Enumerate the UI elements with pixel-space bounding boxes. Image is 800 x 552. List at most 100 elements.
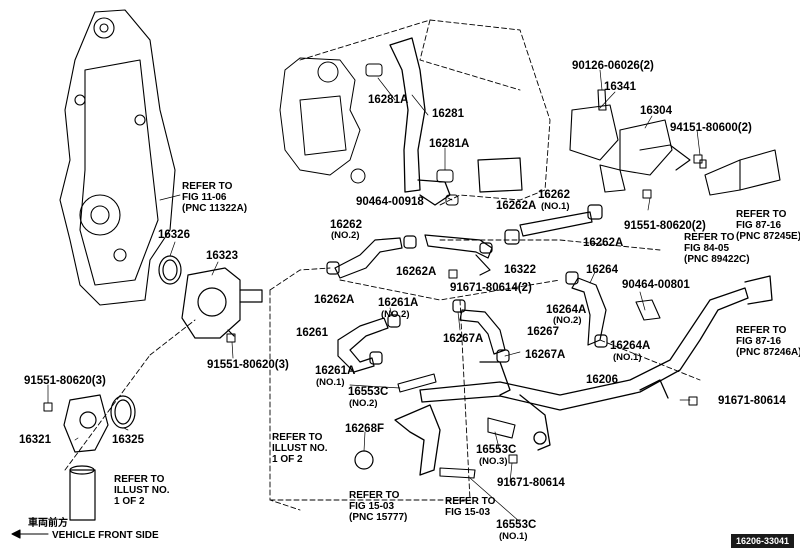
part-16267: 16267 bbox=[527, 326, 559, 338]
part-16261a-no2: 16261A bbox=[378, 297, 419, 309]
part-16261: 16261 bbox=[296, 327, 328, 339]
note-line: (PNC 11322A) bbox=[182, 203, 248, 214]
label-no1-16553c: (NO.1) bbox=[499, 531, 528, 542]
part-16262-no2: 16262 bbox=[330, 219, 362, 231]
label-no2-16261a: (NO.2) bbox=[381, 309, 410, 320]
part-91671-80614-bottom: 91671-80614 bbox=[497, 477, 565, 489]
part-16553c-no2: 16553C bbox=[348, 386, 389, 398]
part-16281a-upper: 16281A bbox=[368, 94, 409, 106]
pipe-16322 bbox=[424, 234, 493, 276]
part-16281a-lower: 16281A bbox=[429, 138, 470, 150]
part-16264: 16264 bbox=[586, 264, 618, 276]
hose-16281 bbox=[389, 37, 451, 206]
note-line: REFER TO bbox=[445, 496, 496, 507]
note-fig-11-06: REFER TO FIG 11-06 (PNC 11322A) bbox=[182, 181, 247, 214]
part-16322: 16322 bbox=[504, 264, 536, 276]
note-line: (PNC 15777) bbox=[349, 512, 408, 523]
cylinder-head bbox=[279, 57, 366, 184]
note-illust-mid: REFER TO ILLUST NO. 1 OF 2 bbox=[272, 432, 328, 465]
part-16341: 16341 bbox=[604, 81, 636, 93]
part-91551-80620-2: 91551-80620(2) bbox=[624, 220, 706, 232]
part-16281: 16281 bbox=[432, 108, 464, 120]
note-line: 1 OF 2 bbox=[272, 454, 303, 465]
part-16262a-right: 16262A bbox=[583, 237, 624, 249]
vehicle-front-label: 車両前方 VEHICLE FRONT SIDE bbox=[22, 518, 159, 542]
part-94151-80600: 94151-80600(2) bbox=[670, 122, 752, 134]
clamps bbox=[365, 63, 459, 206]
brackets-16553c bbox=[397, 299, 661, 479]
hose-16261 bbox=[337, 314, 401, 373]
note-line: (PNC 87246A) bbox=[736, 347, 800, 358]
part-16262-no1: 16262 bbox=[538, 189, 570, 201]
front-arrow-icon bbox=[11, 529, 49, 539]
hose-16264 bbox=[565, 271, 608, 348]
hose-16262-no1 bbox=[477, 157, 603, 245]
part-16264a-no1: 16264A bbox=[610, 340, 651, 352]
part-91551-80620-3-right: 91551-80620(3) bbox=[207, 359, 289, 371]
note-fig-15-03-b: REFER TO FIG 15-03 bbox=[445, 496, 495, 518]
label-no2-16262: (NO.2) bbox=[331, 230, 360, 241]
front-en: VEHICLE FRONT SIDE bbox=[52, 530, 159, 541]
note-line: ILLUST NO. bbox=[272, 443, 328, 454]
ring-16268f bbox=[354, 450, 374, 470]
part-91551-80620-3-left: 91551-80620(3) bbox=[24, 375, 106, 387]
label-no2-16553c: (NO.2) bbox=[349, 398, 378, 409]
part-90464-00801: 90464-00801 bbox=[622, 279, 690, 291]
part-16261a-no1: 16261A bbox=[315, 365, 356, 377]
note-line: FIG 15-03 bbox=[349, 501, 395, 512]
note-line: REFER TO bbox=[272, 432, 323, 443]
part-91671-80614-right: 91671-80614 bbox=[718, 395, 786, 407]
part-16268f: 16268F bbox=[345, 423, 385, 435]
part-16267a-lower: 16267A bbox=[525, 349, 566, 361]
part-16262a-left: 16262A bbox=[314, 294, 355, 306]
label-no1-16261a: (NO.1) bbox=[316, 377, 345, 388]
part-16264a-no2: 16264A bbox=[546, 304, 587, 316]
note-line: REFER TO bbox=[114, 474, 165, 485]
note-line: FIG 87-16 bbox=[736, 336, 782, 347]
label-no1-16262: (NO.1) bbox=[541, 201, 570, 212]
note-line: FIG 87-16 bbox=[736, 220, 782, 231]
front-jp: 車両前方 bbox=[28, 518, 68, 529]
part-16267a-upper: 16267A bbox=[443, 333, 484, 345]
label-no1-16264a: (NO.1) bbox=[613, 352, 642, 363]
hose-16262-no2 bbox=[326, 235, 417, 279]
part-16323: 16323 bbox=[206, 250, 238, 262]
part-90464-00918: 90464-00918 bbox=[356, 196, 424, 208]
note-fig-87-16-b: REFER TO FIG 87-16 (PNC 87246A) bbox=[736, 325, 800, 358]
part-16326: 16326 bbox=[158, 229, 190, 241]
note-line: REFER TO bbox=[349, 490, 400, 501]
note-line: (PNC 87245E) bbox=[736, 231, 800, 242]
note-line: FIG 15-03 bbox=[445, 507, 491, 518]
note-line: 1 OF 2 bbox=[114, 496, 145, 507]
note-line: REFER TO bbox=[736, 209, 787, 220]
note-fig-84-05: REFER TO FIG 84-05 (PNC 89422C) bbox=[684, 232, 750, 265]
note-line: REFER TO bbox=[182, 181, 233, 192]
part-16206: 16206 bbox=[586, 374, 618, 386]
part-16553c-no1: 16553C bbox=[496, 519, 537, 531]
part-90126-06026: 90126-06026(2) bbox=[572, 60, 654, 72]
part-91671-80614-2: 91671-80614(2) bbox=[450, 282, 532, 294]
note-line: FIG 11-06 bbox=[182, 192, 227, 203]
leader-lines bbox=[47, 69, 701, 523]
label-no2-16264a: (NO.2) bbox=[553, 315, 582, 326]
part-16553c-no3: 16553C bbox=[476, 444, 517, 456]
note-fig-15-03-a: REFER TO FIG 15-03 (PNC 15777) bbox=[349, 490, 407, 523]
note-line: REFER TO bbox=[684, 232, 735, 243]
water-inlet bbox=[158, 255, 263, 339]
water-outlet bbox=[569, 89, 781, 196]
part-16321: 16321 bbox=[19, 434, 51, 446]
part-16262a-mid: 16262A bbox=[396, 266, 437, 278]
label-no3-16553c: (NO.3) bbox=[479, 456, 508, 467]
engine-outline bbox=[64, 19, 701, 511]
note-line: REFER TO bbox=[736, 325, 787, 336]
pipe-16206 bbox=[394, 275, 773, 476]
note-illust-left: REFER TO ILLUST NO. 1 OF 2 bbox=[114, 474, 170, 507]
timing-cover bbox=[59, 9, 176, 306]
part-16262a-upper: 16262A bbox=[496, 200, 537, 212]
part-16325: 16325 bbox=[112, 434, 144, 446]
part-16304: 16304 bbox=[640, 105, 672, 117]
diagram-id-badge: 16206-33041 bbox=[730, 534, 794, 548]
note-fig-87-16-a: REFER TO FIG 87-16 (PNC 87245E) bbox=[736, 209, 800, 242]
